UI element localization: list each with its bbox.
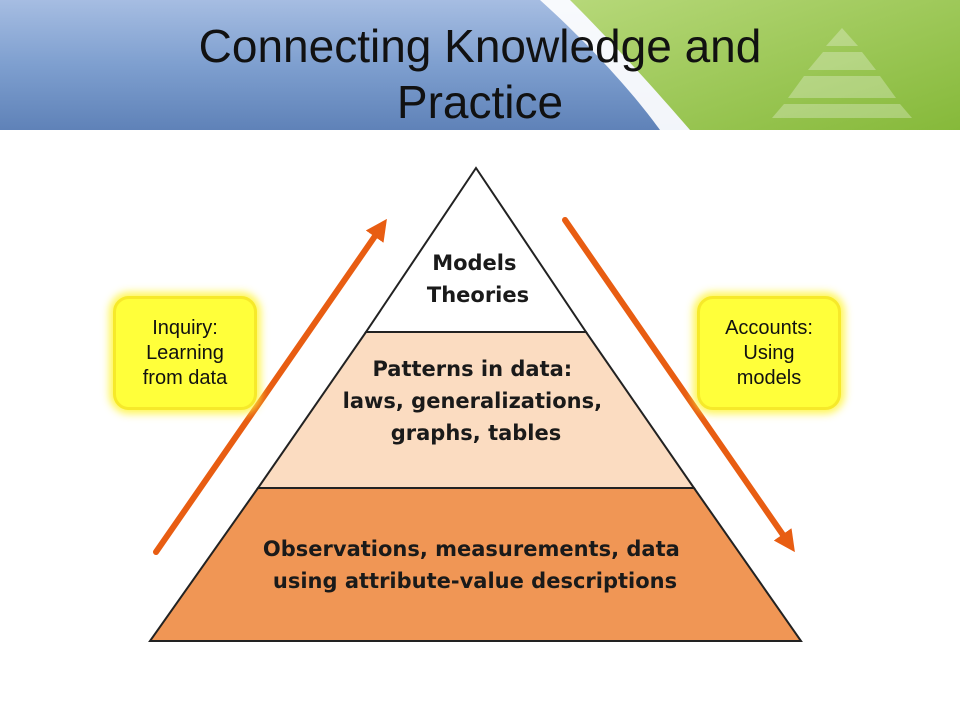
- header-green-area: [570, 0, 960, 130]
- tier-bottom-line-2: using attribute-value descriptions: [273, 569, 677, 593]
- title-line-2: Practice: [396, 76, 564, 128]
- tier-top-line-2: Theories: [427, 283, 529, 307]
- tier-bottom-line-1: Observations, measurements, data: [263, 537, 680, 561]
- inquiry-callout-line-3: from data: [142, 366, 228, 389]
- inquiry-callout-line-1: Inquiry:: [152, 316, 218, 339]
- accounts-callout-line-2: Using: [743, 341, 795, 364]
- header-pyramid-watermark-icon: [772, 28, 912, 118]
- pyramid-tier-top: [364, 166, 588, 333]
- pyramid-tier-bottom: [148, 487, 803, 642]
- header-band: [0, 0, 960, 130]
- accounts-arrow-down: [562, 217, 795, 553]
- accounts-callout-line-1: Accounts:: [725, 316, 813, 339]
- header-white-swoosh: [540, 0, 700, 130]
- tier-top-line-1: Models: [432, 251, 516, 275]
- tier-middle-line-1: Patterns in data:: [372, 357, 572, 381]
- accounts-callout-line-3: models: [736, 366, 802, 389]
- tier-bottom-label: Observations, measurements, data using a…: [263, 537, 687, 593]
- tier-middle-line-3: graphs, tables: [391, 421, 562, 445]
- page-title: Connecting Knowledge and Practice: [100, 18, 860, 130]
- tier-middle-line-2: laws, generalizations,: [343, 389, 602, 413]
- accounts-callout: Accounts: Using models: [697, 296, 841, 410]
- title-line-1: Connecting Knowledge and: [198, 20, 762, 72]
- inquiry-arrow-up: [153, 218, 387, 555]
- tier-top-label: Models Theories: [427, 251, 529, 307]
- inquiry-callout: Inquiry: Learning from data: [113, 296, 257, 410]
- tier-middle-label: Patterns in data: laws, generalizations,…: [343, 357, 610, 445]
- inquiry-callout-line-2: Learning: [146, 341, 224, 364]
